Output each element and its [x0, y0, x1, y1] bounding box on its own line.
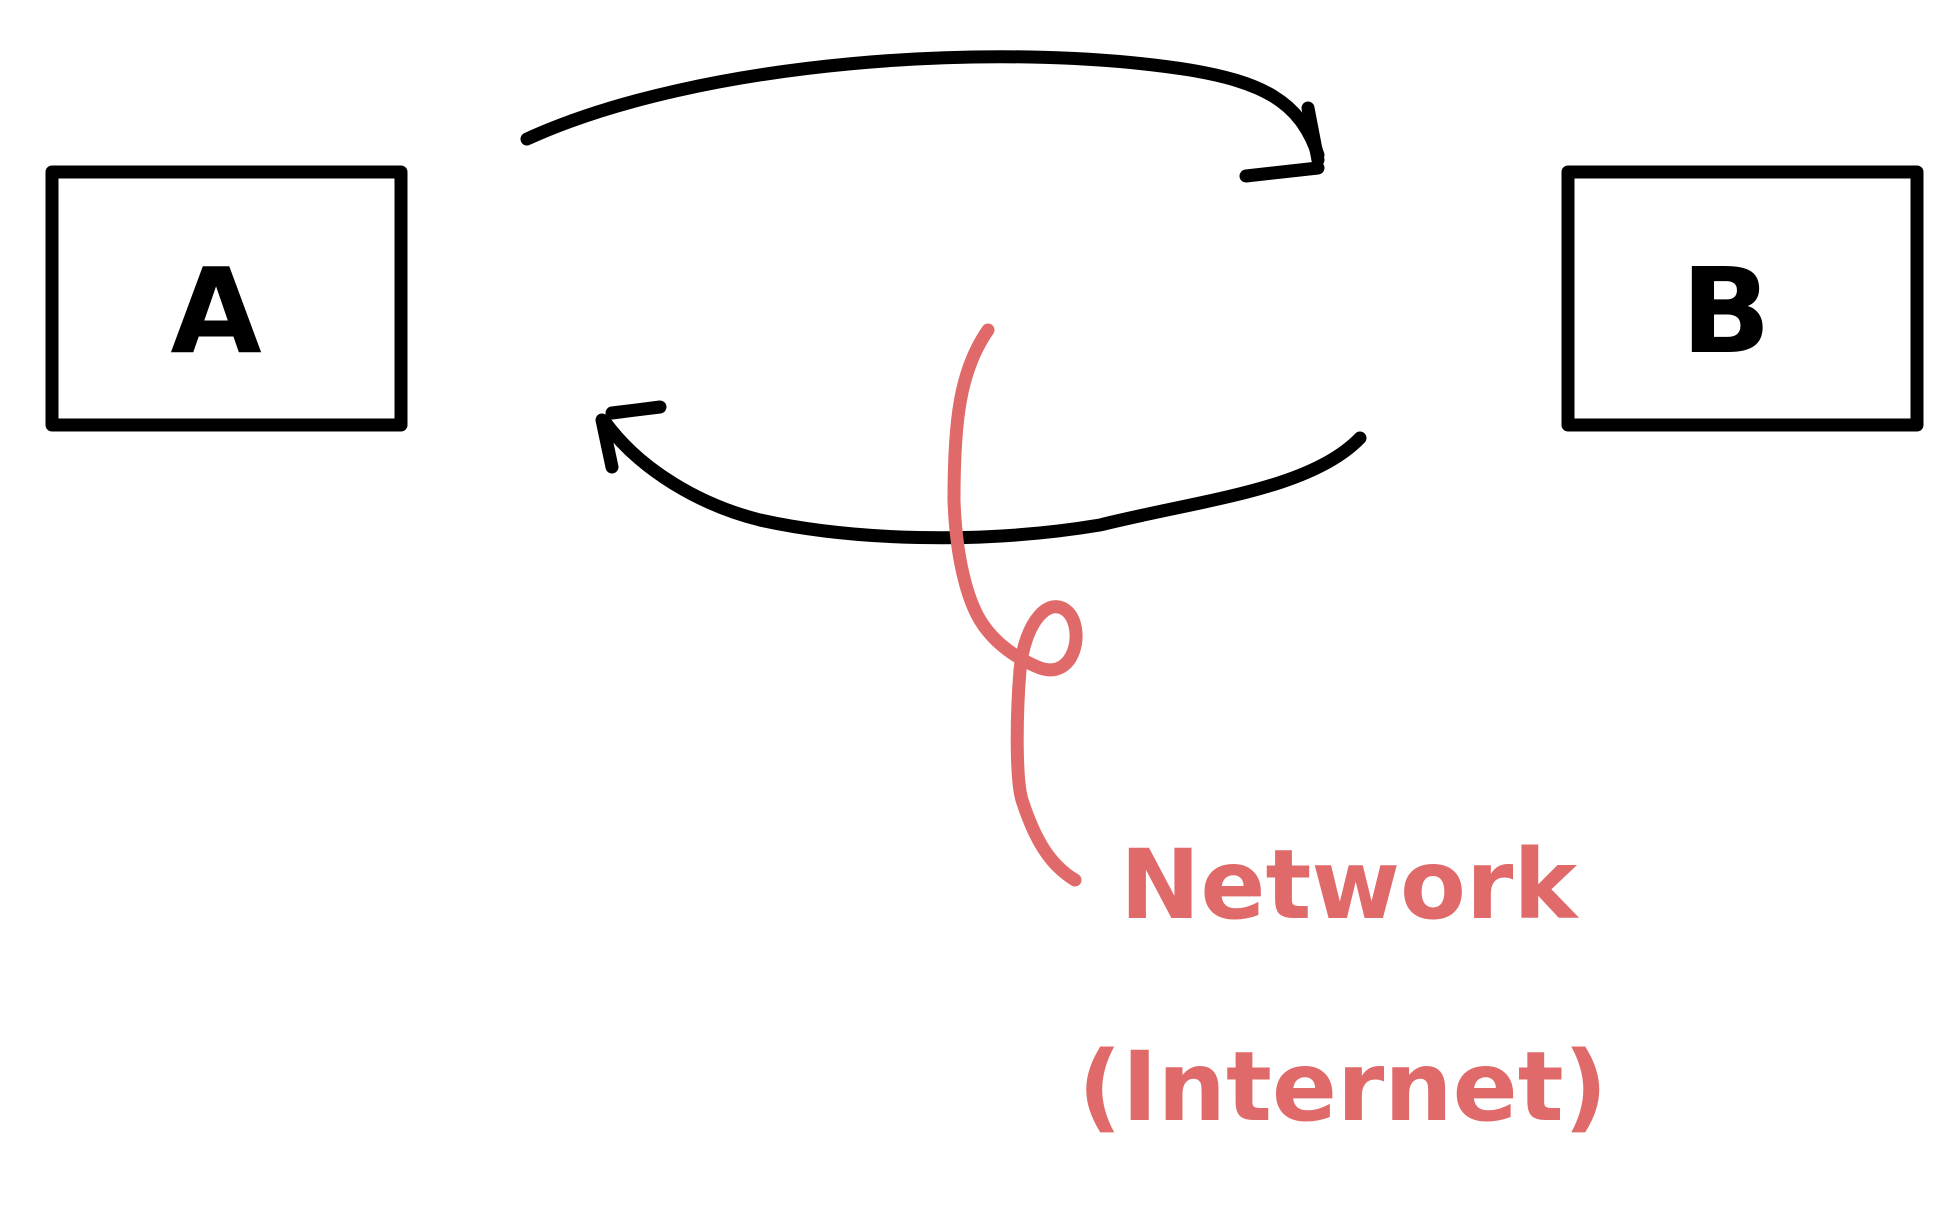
arrow-a-to-b-head — [1239, 101, 1325, 183]
arrow-b-to-a — [595, 400, 1367, 545]
node-b: B — [1561, 165, 1924, 432]
node-a-label: A — [170, 242, 261, 380]
arrow-b-to-a-head — [595, 400, 667, 474]
node-b-label: B — [1681, 242, 1771, 380]
annotation-pointer — [947, 323, 1083, 887]
arrow-b-to-a-curve — [598, 415, 1367, 545]
annotation-line-1: Network — [1120, 829, 1579, 941]
annotation-line-2: (Internet) — [1078, 1031, 1608, 1143]
annotation-pointer-line — [947, 323, 1083, 887]
node-a: A — [45, 165, 408, 432]
node-a-box — [45, 165, 408, 432]
arrow-a-to-b — [520, 50, 1325, 183]
annotation-text: Network (Internet) — [1078, 829, 1608, 1143]
arrow-a-to-b-curve — [520, 50, 1325, 162]
node-b-box — [1561, 165, 1924, 432]
